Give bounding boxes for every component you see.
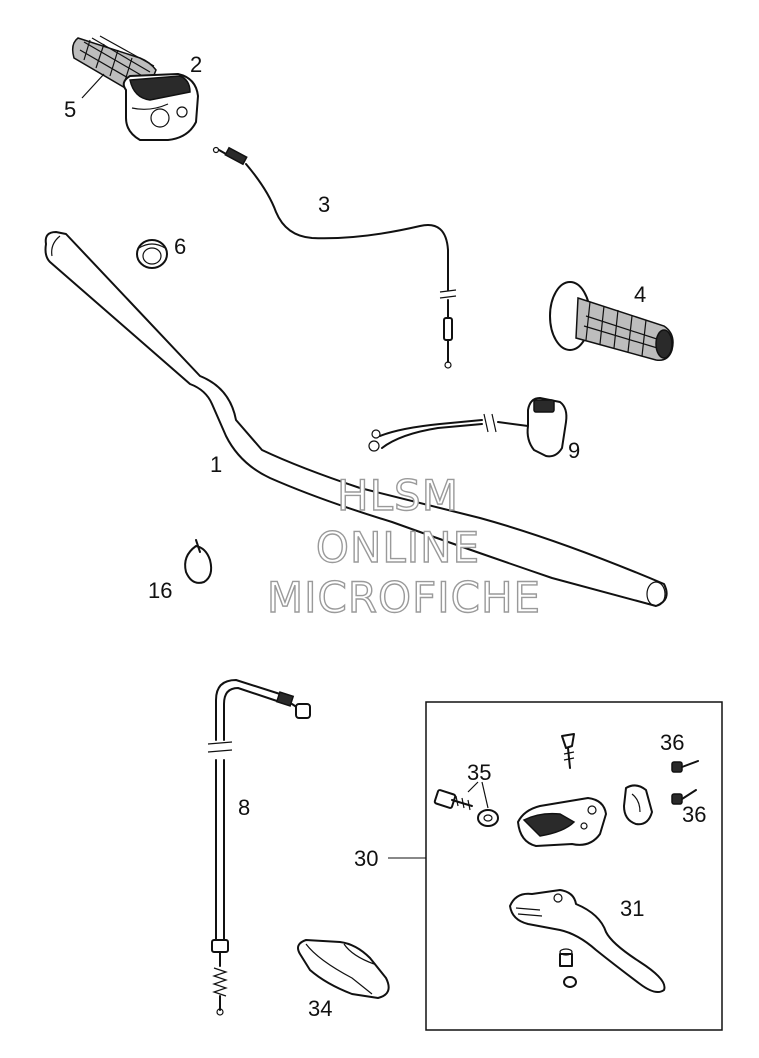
callout-leader-5 [81, 73, 105, 99]
callout-3: 3 [318, 192, 330, 217]
callout-9: 9 [568, 438, 580, 463]
watermark-line-3: MICROFICHE [267, 573, 541, 622]
lever-bracket[interactable] [517, 797, 607, 847]
kill-switch[interactable] [368, 397, 568, 458]
watermark-line-1: HLSM [337, 471, 459, 520]
callout-4: 4 [634, 282, 646, 307]
callout-31: 31 [620, 896, 644, 921]
callout-8: 8 [238, 795, 250, 820]
pivot-bolt[interactable] [561, 733, 575, 769]
adjuster-screw[interactable] [433, 789, 473, 811]
lever-protector[interactable] [297, 939, 390, 999]
callout-2: 2 [190, 52, 202, 77]
callout-36-upper: 36 [660, 730, 684, 755]
callout-1: 1 [210, 452, 222, 477]
callout-6: 6 [174, 234, 186, 259]
adjuster-bushing[interactable] [477, 809, 499, 827]
lever-bushing[interactable] [563, 976, 577, 988]
watermark-line-2: ONLINE [316, 523, 480, 572]
bracket-clamp[interactable] [623, 784, 653, 826]
handlebar[interactable] [44, 231, 668, 607]
throttle-cable[interactable] [212, 146, 457, 369]
watermark: HLSM ONLINE MICROFICHE [266, 470, 541, 622]
clutch-lever-group-box [425, 701, 723, 1031]
clamp-bolt-lower[interactable] [671, 789, 697, 805]
callout-5: 5 [64, 97, 76, 122]
callout-16: 16 [148, 578, 172, 603]
callout-35: 35 [467, 760, 491, 785]
callout-34: 34 [308, 996, 332, 1021]
left-handlebar-grip[interactable] [549, 281, 674, 362]
grip-ring[interactable] [136, 239, 168, 269]
callout-36-lower: 36 [682, 802, 706, 827]
lever-pivot-nut[interactable] [559, 948, 573, 967]
clutch-lever[interactable] [509, 889, 666, 993]
callout-leader-35 [467, 781, 489, 809]
clamp-bolt-upper[interactable] [671, 760, 699, 773]
callout-30: 30 [354, 846, 378, 871]
cable-tie[interactable] [184, 539, 213, 584]
clutch-cable[interactable] [207, 679, 311, 1016]
throttle-grip-assembly[interactable] [71, 35, 199, 141]
